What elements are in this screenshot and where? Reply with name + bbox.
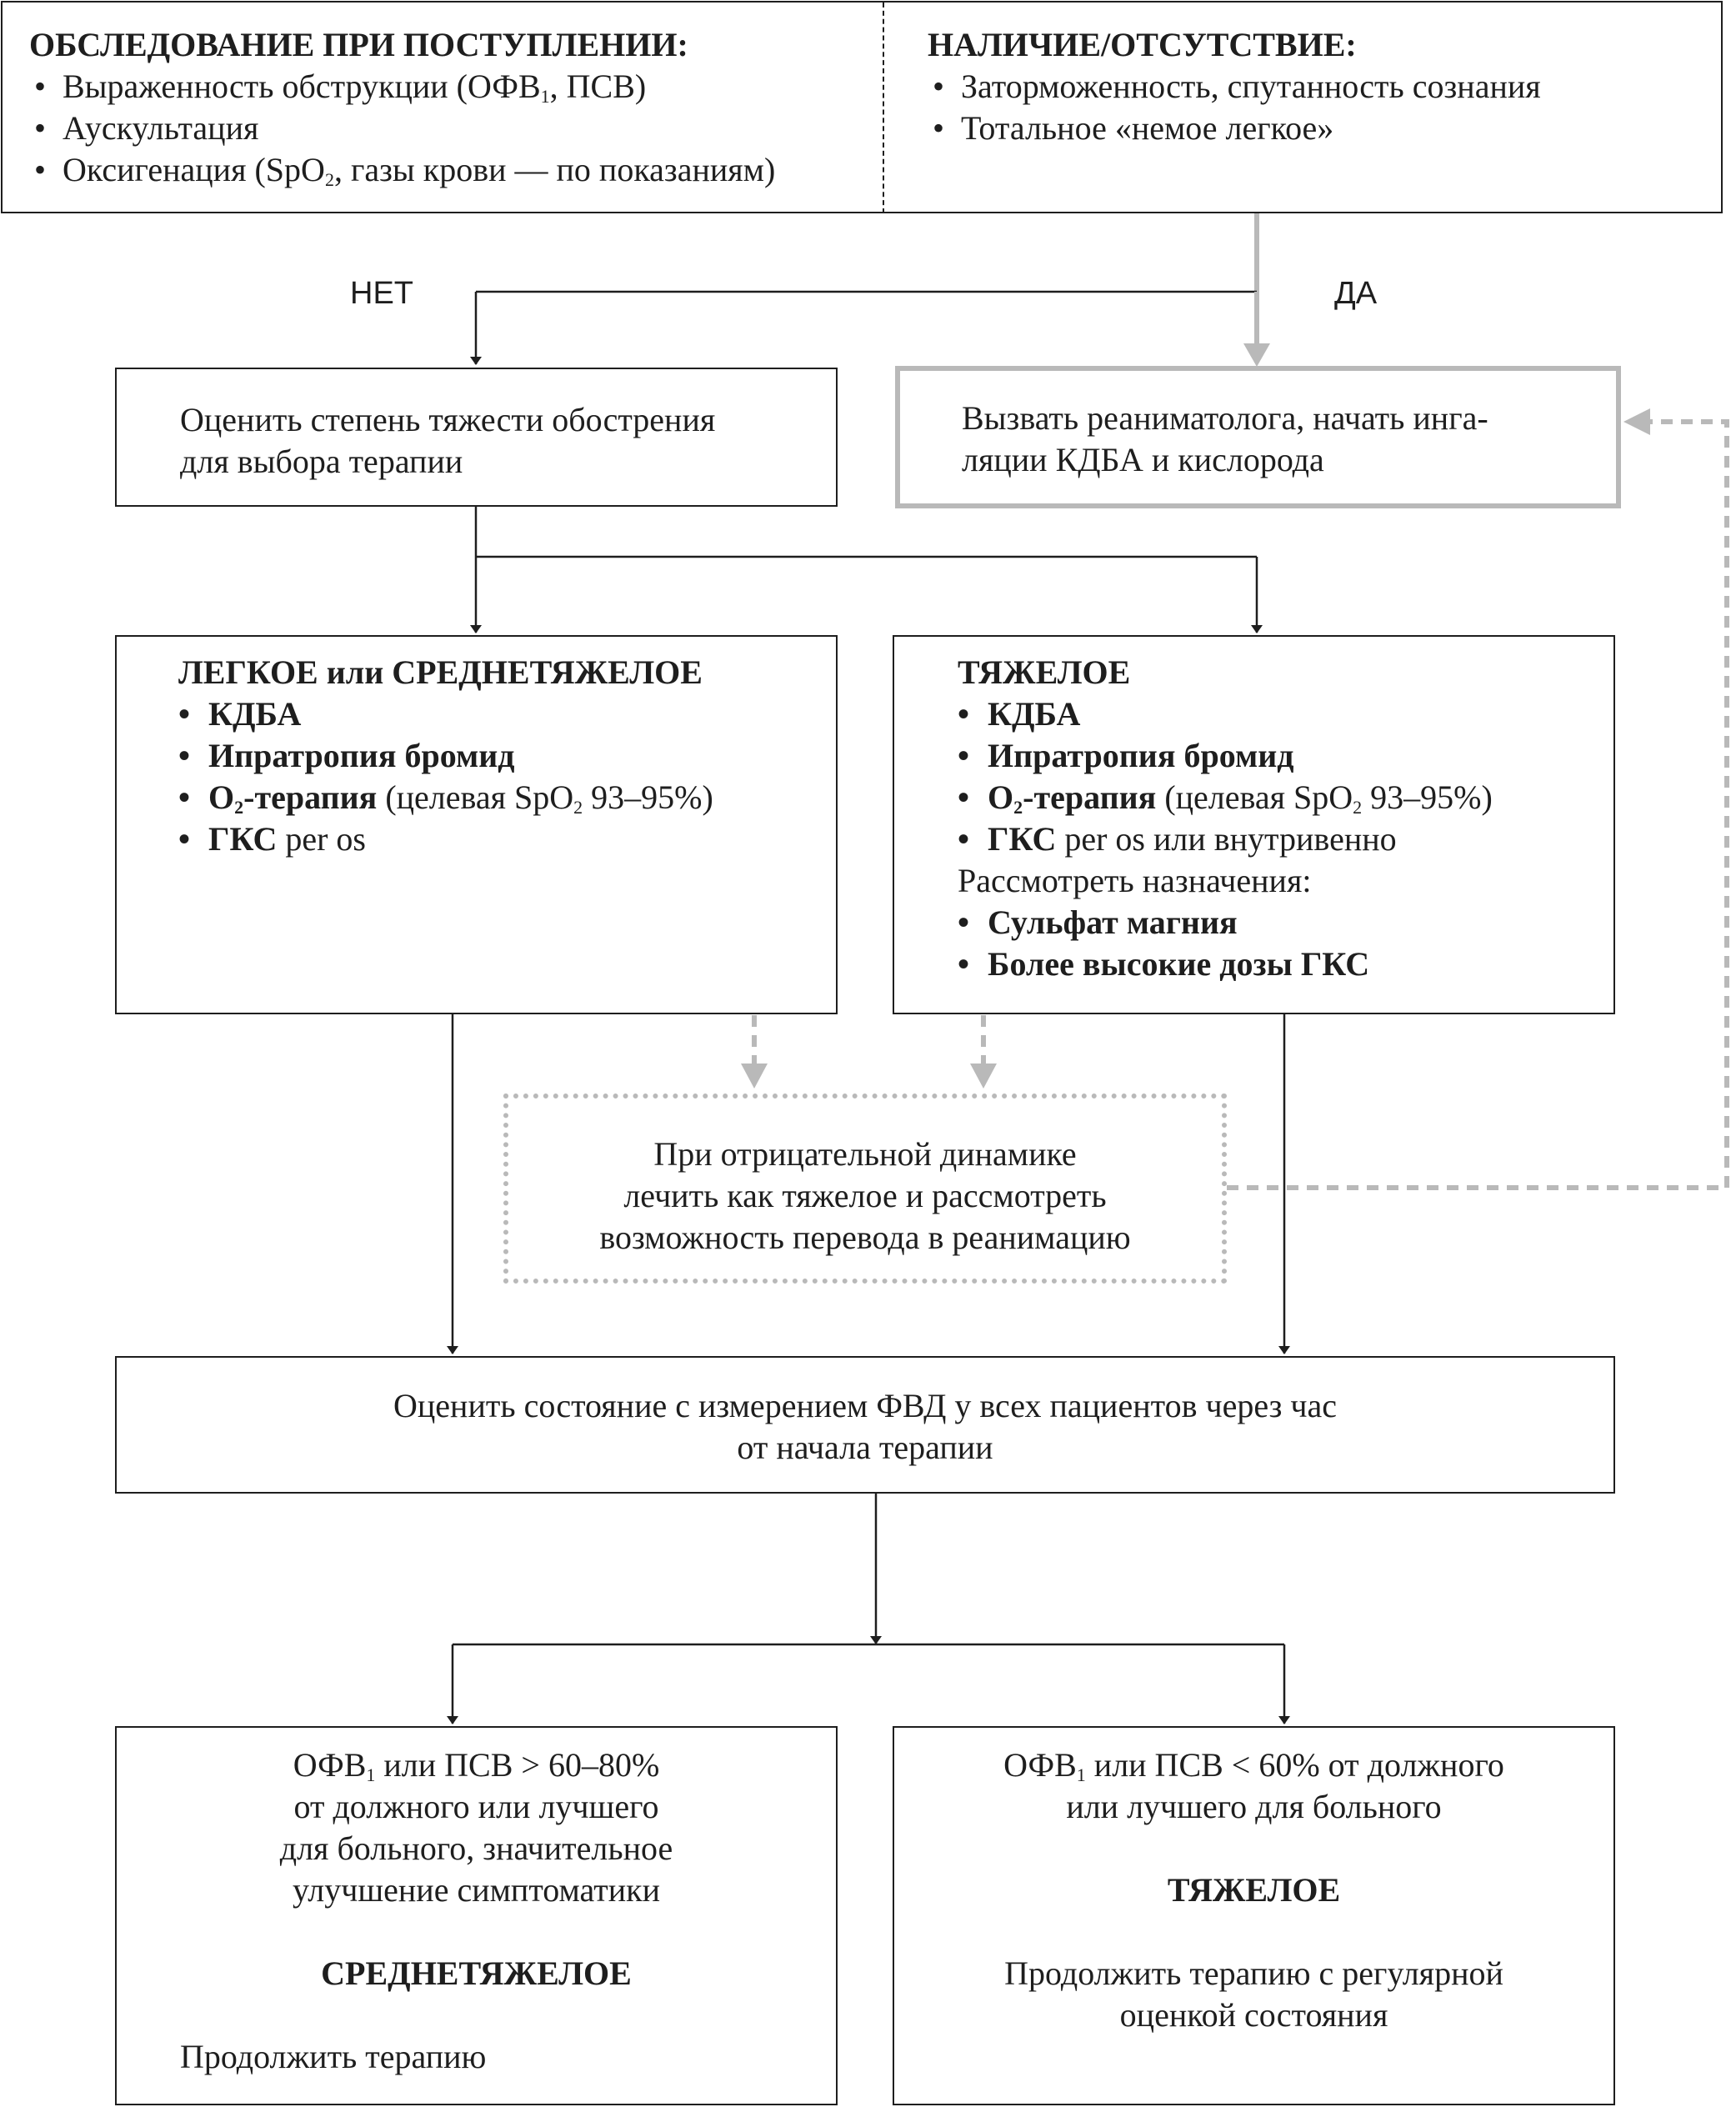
bad-action-2: оценкой состояния — [1119, 1996, 1388, 2034]
severe-item-gcs: ГКС per os или внутривенно — [958, 818, 1613, 860]
assess-severity-box: Оценить степень тяжести обострения для в… — [115, 368, 838, 507]
negative-dynamics-box: При отрицательной динамике лечить как тя… — [503, 1094, 1227, 1284]
mild-moderate-title: ЛЕГКОЕ или СРЕДНЕТЯЖЕЛОЕ — [178, 653, 703, 691]
good-severity-title: СРЕДНЕТЯЖЕЛОЕ — [321, 1954, 632, 1992]
call-line-1: Вызвать реаниматолога, начать инга- — [962, 399, 1488, 437]
evaluate-line-1: Оценить состояние с измерением ФВД у все… — [393, 1387, 1337, 1424]
severe-item-higher-gcs: Более высокие дозы ГКС — [958, 943, 1613, 985]
panel-divider — [883, 3, 884, 213]
mild-item-oxygen: O2-терапия (целевая SpO2 93–95%) — [178, 777, 836, 818]
call-line-2: ляции КДБА и кислорода — [962, 441, 1324, 478]
yes-gray-arrowhead — [1243, 343, 1270, 367]
good-action: Продолжить терапию — [180, 2038, 487, 2075]
good-line-2: от должного или лучшего — [293, 1788, 659, 1825]
admission-item-obstruction: Выраженность обструкции (ОФВ1, ПСВ) — [29, 66, 871, 108]
yes-label: ДА — [1334, 276, 1378, 311]
severe-consider-label: Рассмотреть назначения: — [958, 862, 1312, 899]
severe-item-oxygen: O2-терапия (целевая SpO2 93–95%) — [958, 777, 1613, 818]
evaluate-line-2: от начала терапии — [737, 1429, 993, 1466]
assess-line-1: Оценить степень тяжести обострения — [180, 401, 716, 438]
bad-line-2: или лучшего для больного — [1066, 1788, 1442, 1825]
mild-item-gcs: ГКС per os — [178, 818, 836, 860]
negative-line-3: возможность перевода в реанимацию — [599, 1219, 1131, 1256]
bad-severity-title: ТЯЖЕЛОЕ — [1167, 1871, 1341, 1909]
negative-line-2: лечить как тяжелое и рассмотреть — [623, 1177, 1107, 1214]
severe-title: ТЯЖЕЛОЕ — [958, 653, 1131, 691]
admission-exam-left-panel: ОБСЛЕДОВАНИЕ ПРИ ПОСТУПЛЕНИИ: Выраженнос… — [29, 24, 871, 191]
severe-box: ТЯЖЕЛОЕ КДБА Ипратропия бромид O2-терапи… — [893, 635, 1615, 1014]
severe-item-ipratropium: Ипратропия бромид — [958, 735, 1613, 777]
negative-line-1: При отрицательной динамике — [653, 1135, 1077, 1173]
good-line-1: ОФВ1 или ПСВ > 60–80% — [293, 1746, 660, 1785]
mild-item-ipratropium: Ипратропия бромид — [178, 735, 836, 777]
admission-item-oxygenation: Оксигенация (SpO2, газы крови — по показ… — [29, 149, 871, 191]
good-line-3: для больного, значительное — [279, 1829, 673, 1867]
admission-exam-title: ОБСЛЕДОВАНИЕ ПРИ ПОСТУПЛЕНИИ: — [29, 26, 688, 63]
admission-item-auscultation: Аускультация — [29, 108, 871, 149]
good-response-box: ОФВ1 или ПСВ > 60–80% от должного или лу… — [115, 1726, 838, 2105]
no-label: НЕТ — [350, 276, 413, 311]
severe-to-negative-arrowhead — [970, 1064, 997, 1089]
severe-item-saba: КДБА — [958, 693, 1613, 735]
good-line-4: улучшение симптоматики — [293, 1871, 660, 1909]
mild-to-negative-arrowhead — [741, 1064, 768, 1089]
bad-action-1: Продолжить терапию с регулярной — [1004, 1954, 1503, 1992]
evaluate-lung-function-box: Оценить состояние с измерением ФВД у все… — [115, 1356, 1615, 1494]
admission-exam-box: ОБСЛЕДОВАНИЕ ПРИ ПОСТУПЛЕНИИ: Выраженнос… — [1, 1, 1723, 213]
presence-item-silent-lung: Тотальное «немое легкое» — [928, 108, 1711, 149]
severe-item-magnesium: Сульфат магния — [958, 902, 1613, 943]
mild-item-saba: КДБА — [178, 693, 836, 735]
feedback-arrowhead — [1623, 408, 1650, 435]
presence-item-consciousness: Заторможенность, спутанность сознания — [928, 66, 1711, 108]
call-resuscitator-box: Вызвать реаниматолога, начать инга- ляци… — [895, 366, 1621, 508]
poor-response-box: ОФВ1 или ПСВ < 60% от должного или лучше… — [893, 1726, 1615, 2105]
feedback-dashed-loop — [1227, 419, 1729, 1190]
mild-moderate-box: ЛЕГКОЕ или СРЕДНЕТЯЖЕЛОЕ КДБА Ипратропия… — [115, 635, 838, 1014]
presence-absence-title: НАЛИЧИЕ/ОТСУТСТВИЕ: — [928, 26, 1357, 63]
assess-line-2: для выбора терапии — [180, 443, 463, 480]
bad-line-1: ОФВ1 или ПСВ < 60% от должного — [1003, 1746, 1504, 1785]
presence-absence-panel: НАЛИЧИЕ/ОТСУТСТВИЕ: Заторможенность, спу… — [928, 24, 1711, 149]
